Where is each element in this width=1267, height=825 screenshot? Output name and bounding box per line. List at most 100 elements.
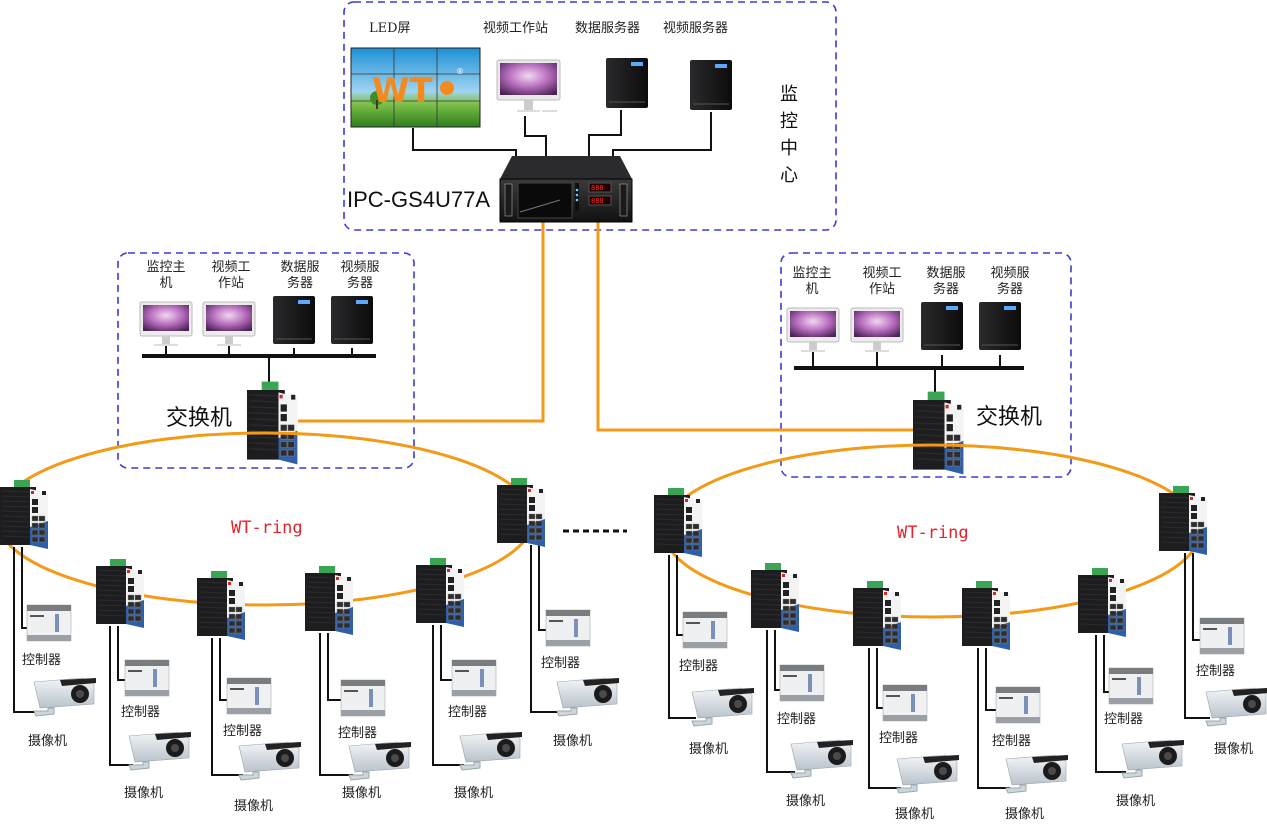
controller-label: 控制器 bbox=[777, 712, 816, 727]
ring-switch-icon bbox=[1078, 568, 1126, 637]
camera-icon bbox=[1205, 687, 1267, 727]
ring-switch-icon bbox=[751, 563, 799, 632]
camera-icon bbox=[790, 739, 853, 779]
camera-icon bbox=[691, 687, 754, 727]
controller-label: 控制器 bbox=[223, 724, 262, 739]
controller-label: 控制器 bbox=[541, 656, 580, 671]
camera-icon bbox=[556, 677, 619, 717]
control-center-title-char-4: 心 bbox=[780, 165, 798, 186]
substation-right-device-4-label-line-2: 务器 bbox=[997, 281, 1023, 297]
fiber-links bbox=[298, 222, 916, 432]
controller-icon bbox=[995, 686, 1041, 724]
workstation-monitor-icon bbox=[496, 59, 561, 112]
substations: 监控主机视频工作站数据服务器视频服务器交换机监控主机视频工作站数据服务器视频服务… bbox=[139, 260, 1042, 475]
terminal-block-icon bbox=[261, 381, 279, 390]
controller-label: 控制器 bbox=[121, 705, 160, 720]
video-workstation-label: 视频工作站 bbox=[483, 21, 548, 36]
substation-left-device-1-label-line-2: 机 bbox=[159, 276, 172, 291]
camera-label: 摄像机 bbox=[895, 807, 934, 822]
substation-left-device-2-label-line-1: 视频工 bbox=[211, 260, 250, 275]
ring-switch-icon bbox=[962, 581, 1010, 650]
camera-label: 摄像机 bbox=[124, 786, 163, 801]
camera-icon bbox=[348, 741, 411, 781]
camera-label: 摄像机 bbox=[342, 786, 381, 801]
controller-icon bbox=[124, 659, 170, 697]
left-substation-zone bbox=[117, 252, 415, 469]
monitor-icon bbox=[202, 301, 256, 346]
terminal-block-icon bbox=[511, 478, 527, 485]
controller-icon bbox=[451, 659, 497, 697]
video-server-icon bbox=[690, 60, 732, 110]
substation-right-device-3-label-line-2: 务器 bbox=[933, 281, 959, 297]
substation-left-device-2-label-line-2: 作站 bbox=[218, 276, 244, 291]
monitor-icon bbox=[850, 307, 904, 352]
controller-icon bbox=[340, 679, 386, 717]
camera-label: 摄像机 bbox=[1214, 742, 1253, 757]
right-substation-zone bbox=[780, 252, 1072, 478]
camera-label: 摄像机 bbox=[689, 742, 728, 757]
substation-left-device-3-label-line-1: 数据服 bbox=[280, 260, 319, 275]
substation-left-device-4-label-line-2: 务器 bbox=[347, 275, 373, 291]
controller-icon bbox=[545, 609, 591, 647]
controller-label: 控制器 bbox=[1104, 712, 1143, 727]
terminal-block-icon bbox=[110, 559, 126, 566]
camera-icon bbox=[896, 754, 959, 794]
substation-left-device-3-label-line-2: 务器 bbox=[287, 275, 313, 291]
terminal-block-icon bbox=[867, 581, 883, 588]
substation-switch-icon bbox=[247, 381, 298, 465]
terminal-block-icon bbox=[14, 480, 30, 487]
server-icon bbox=[273, 296, 315, 344]
data-server-icon bbox=[606, 58, 648, 108]
server-icon bbox=[331, 296, 373, 344]
controller-label: 控制器 bbox=[22, 653, 61, 668]
cable-workstation-to-core bbox=[524, 116, 547, 160]
terminal-block-icon bbox=[765, 563, 781, 570]
fiber-core-to-right-switch bbox=[596, 222, 916, 432]
camera-label: 摄像机 bbox=[1116, 794, 1155, 809]
ring-switch-icon bbox=[497, 478, 545, 547]
svg-text:888: 888 bbox=[591, 184, 604, 192]
ring-switch-icon bbox=[853, 581, 901, 650]
camera-label: 摄像机 bbox=[454, 786, 493, 801]
right-ring-label: WT-ring bbox=[897, 523, 969, 543]
substation-right-device-2-label-line-2: 作站 bbox=[869, 282, 895, 297]
terminal-block-icon bbox=[430, 558, 446, 565]
controller-label: 控制器 bbox=[879, 731, 918, 746]
camera-label: 摄像机 bbox=[28, 734, 67, 749]
ring-switch-icon bbox=[197, 571, 245, 640]
ring-switch-icon bbox=[0, 480, 48, 549]
core-rack-switch-icon: 888 888 bbox=[499, 156, 633, 223]
cable-led-to-core bbox=[412, 128, 517, 160]
ring-switch-icon bbox=[1159, 486, 1207, 555]
camera-label: 摄像机 bbox=[234, 799, 273, 814]
controller-label: 控制器 bbox=[448, 705, 487, 720]
camera-icon bbox=[1005, 754, 1068, 794]
server-icon bbox=[921, 302, 963, 350]
substation-right-device-2-label-line-1: 视频工 bbox=[862, 266, 901, 281]
control-center-title-char-1: 监 bbox=[780, 84, 798, 105]
terminal-block-icon bbox=[668, 488, 684, 495]
terminal-block-icon bbox=[1092, 568, 1108, 575]
ring-switch-icon bbox=[416, 558, 464, 627]
camera-label: 摄像机 bbox=[1005, 807, 1044, 822]
server-icon bbox=[979, 302, 1021, 350]
controller-label: 控制器 bbox=[679, 659, 718, 674]
substation-switch-icon bbox=[913, 391, 964, 475]
core-switch-model-label: IPC-GS4U77A bbox=[347, 187, 490, 212]
led-logo: WT bbox=[372, 71, 434, 111]
substation-right-switch-label: 交换机 bbox=[976, 405, 1042, 430]
substation-left-device-4-label-line-1: 视频服 bbox=[340, 260, 379, 275]
camera-icon bbox=[1121, 739, 1184, 779]
controller-icon bbox=[26, 604, 72, 642]
registered-mark: ® bbox=[456, 67, 464, 76]
controller-icon bbox=[226, 677, 272, 715]
